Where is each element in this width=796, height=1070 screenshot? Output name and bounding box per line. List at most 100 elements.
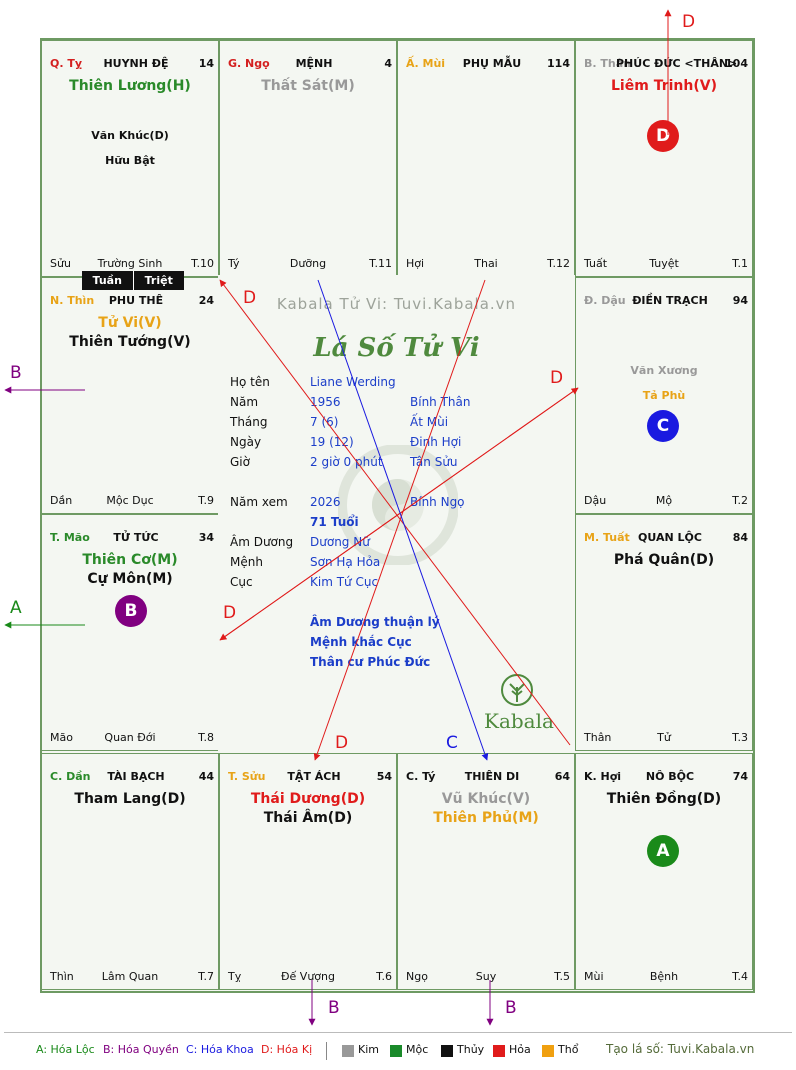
info-val: 2 giờ 0 phút: [310, 455, 383, 469]
main-stars: Thất Sát(M): [220, 77, 396, 96]
palace-phase: Tử: [657, 731, 671, 744]
legend-hoa-loc: A: Hóa Lộc: [36, 1043, 95, 1056]
palace-can: N. Thìn: [50, 294, 95, 307]
palace-name: TỬ TỨC: [113, 531, 159, 544]
palace-name: PHỤ MẪU: [462, 57, 522, 70]
main-star: Thái Âm(D): [263, 810, 353, 826]
badge-d: D: [647, 120, 679, 152]
palace-month: T.8: [198, 731, 214, 744]
palace-age: 104: [725, 57, 748, 70]
main-star: Thái Dương(D): [250, 791, 366, 807]
palace-phase: Dưỡng: [289, 257, 327, 270]
main-stars: Tử Vi(V)Thiên Tướng(V): [42, 314, 218, 352]
palace-can: C. Dần: [50, 770, 91, 783]
watermark-text: Kabala Tử Vi: Tuvi.Kabala.vn: [276, 295, 517, 313]
info-note: Mệnh khắc Cục: [310, 635, 412, 649]
palace-name: MỆNH: [295, 57, 333, 70]
main-star: Thiên Đồng(D): [606, 791, 722, 807]
info-lbl: Âm Dương: [230, 535, 294, 549]
palace-name: ĐIỀN TRẠCH: [632, 294, 708, 307]
palace-branch: Sửu: [50, 257, 71, 270]
palace-name: PHU THÊ: [108, 294, 164, 307]
palace-phase: Đế Vượng: [281, 970, 335, 983]
palace-can: T. Mão: [50, 531, 90, 544]
label-bottom-b1: B: [328, 998, 340, 1018]
palace-phu-the: N. Thìn PHU THÊ 24 Tử Vi(V)Thiên Tướng(V) Dầ…: [41, 277, 219, 514]
label-top-d: D: [682, 12, 696, 32]
palace-age: 94: [732, 294, 748, 307]
main-stars: Phá Quân(D): [576, 551, 752, 570]
minor-stars: Văn Khúc(D) Hữu Bật: [42, 123, 218, 173]
palace-can: C. Tý: [406, 770, 436, 783]
info-val: Tân Sửu: [410, 455, 458, 469]
palace-phase: Suy: [475, 970, 497, 983]
palace-age: 54: [376, 770, 392, 783]
label-bottom-b2: B: [505, 998, 517, 1018]
tuan-triet-marker: Tuần Triệt: [82, 271, 184, 290]
main-star: Vũ Khúc(V): [441, 791, 531, 807]
minor-star: Văn Khúc(D): [91, 129, 169, 142]
palace-phase: Mộ: [655, 494, 673, 507]
swatch-moc: [390, 1045, 402, 1057]
main-stars: Thiên Cơ(M)Cự Môn(M): [42, 551, 218, 589]
palace-phase: Mộc Dục: [106, 494, 154, 507]
minor-star: Hữu Bật: [105, 154, 155, 167]
info-val: 71 Tuổi: [310, 515, 359, 529]
info-val: Bính Thân: [410, 395, 471, 409]
palace-month: T.12: [547, 257, 570, 270]
main-stars: Thiên Đồng(D): [576, 790, 752, 809]
info-val: 2026: [310, 495, 341, 509]
main-star: Liêm Trinh(V): [611, 78, 717, 94]
info-lbl: Cục: [230, 575, 253, 589]
main-stars: Thiên Lương(H): [42, 77, 218, 96]
main-star: Phá Quân(D): [613, 552, 715, 568]
palace-name: QUAN LỘC: [638, 531, 702, 544]
legend-hoa-ki: D: Hóa Kị: [261, 1043, 313, 1056]
legend-site: Tạo lá số: Tuvi.Kabala.vn: [606, 1042, 755, 1056]
info-val: 7 (6): [310, 415, 339, 429]
palace-name: NÔ BỘC: [645, 770, 695, 783]
palace-branch: Mão: [50, 731, 73, 744]
legend-hoa-khoa: C: Hóa Khoa: [186, 1043, 254, 1056]
chart-title: Lá Số Tử Vi: [313, 333, 480, 363]
palace-branch: Mùi: [584, 970, 604, 983]
legend-divider: [4, 1032, 792, 1033]
palace-name: HUYNH ĐỆ: [103, 57, 169, 70]
legend-thuy: Thủy: [457, 1043, 485, 1056]
palace-age: 114: [547, 57, 570, 70]
badge-b: B: [115, 595, 147, 627]
kabala-logo-text: Kabala: [484, 709, 554, 733]
palace-can: Ấ. Mùi: [406, 57, 446, 70]
palace-branch: Dần: [50, 494, 73, 507]
info-val: Dương Nữ: [310, 535, 370, 549]
palace-age: 24: [198, 294, 214, 307]
minor-star: Văn Xương: [630, 364, 698, 377]
palace-branch: Tỵ: [228, 970, 242, 983]
main-stars: Tham Lang(D): [42, 790, 218, 809]
info-val: Bính Ngọ: [410, 495, 465, 509]
palace-name: TÀI BẠCH: [107, 770, 165, 783]
palace-month: T.10: [191, 257, 214, 270]
label-inner-c: C: [446, 733, 458, 753]
palace-can: T. Sửu: [228, 770, 266, 783]
label-inner-d1: D: [243, 288, 257, 308]
palace-age: 44: [198, 770, 214, 783]
palace-can: G. Ngọ: [228, 57, 270, 70]
info-lbl: Năm: [230, 395, 259, 409]
label-inner-d4: D: [335, 733, 349, 753]
main-stars: Thái Dương(D) Thái Âm(D): [220, 790, 396, 828]
label-inner-d3: D: [223, 603, 237, 623]
palace-name: PHÚC ĐỨC <THÂN>: [616, 57, 738, 70]
swatch-hoa: [493, 1045, 505, 1057]
main-star: Tử Vi(V): [98, 315, 162, 331]
palace-month: T.11: [369, 257, 392, 270]
